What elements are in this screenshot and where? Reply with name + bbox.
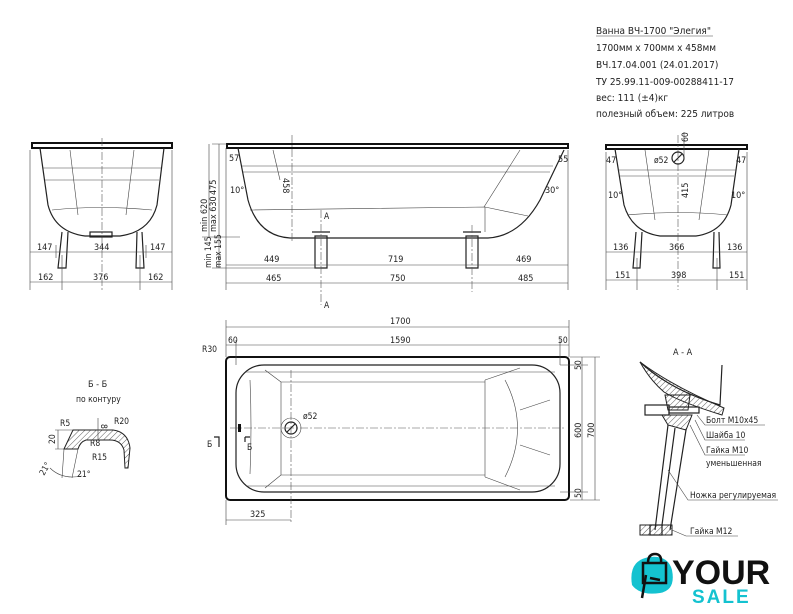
top-length: 1700 (390, 317, 411, 327)
section-b-h20: 20 (48, 434, 58, 444)
yoursale-logo: YOUR SALE (631, 552, 770, 608)
side-dim-5: 750 (390, 274, 405, 284)
product-weight: вес: 111 (±4)кг (596, 93, 668, 104)
end-angle-right: 10° (731, 191, 745, 201)
section-b-subtitle: по контуру (76, 395, 121, 405)
label-nut-m12: Гайка M12 (690, 527, 733, 537)
top-drain-diameter: ø52 (303, 412, 318, 422)
product-spec: ТУ 25.99.11-009-00288411-17 (595, 77, 734, 88)
top-corner-radius: R30 (202, 345, 217, 355)
label-washer: Шайба 10 (706, 430, 746, 441)
front-dim-3: 147 (150, 243, 165, 253)
end-depth: 415 (681, 183, 691, 198)
front-dim-1: 147 (37, 243, 52, 253)
end-overflow-offset: 60 (681, 132, 691, 142)
section-b-title: Б - Б (88, 380, 107, 390)
side-bowl-height: 475 (209, 180, 219, 195)
section-mark-b-right: Б (247, 443, 252, 453)
end-rim-right: 47 (736, 156, 746, 166)
top-view: 1700 1590 60 50 R30 ø52 50 600 700 50 32… (202, 317, 600, 525)
product-code: ВЧ.17.04.001 (24.01.2017) (596, 60, 718, 71)
end-view: 60 ø52 47 47 10° 10° 415 136 366 136 151… (605, 132, 748, 290)
section-mark-b-left: Б (207, 440, 212, 450)
side-dim-4: 465 (266, 274, 281, 284)
front-view: 147 344 147 162 376 162 (29, 138, 173, 290)
section-b-r5: R5 (60, 419, 70, 429)
top-rim-left: 60 (228, 336, 238, 346)
top-rim-top: 50 (574, 360, 584, 370)
section-mark-a-top: A (324, 212, 330, 222)
end-dim-5: 398 (671, 271, 686, 281)
label-bolt: Болт M10x45 (706, 416, 758, 426)
end-overflow-diameter: ø52 (654, 156, 669, 166)
section-b-b: Б - Б по контуру R5 R20 R8 R15 20 8 21° … (38, 380, 131, 480)
side-angle-right: 30° (545, 186, 559, 196)
front-dim-6: 162 (148, 273, 163, 283)
section-b-r20: R20 (114, 417, 129, 427)
end-angle-left: 10° (608, 191, 622, 201)
side-rim-right: 55 (558, 155, 568, 165)
side-height-max: max 630 (209, 196, 219, 232)
label-nut-m10-note: уменьшенная (706, 459, 762, 469)
side-rim-left: 57 (229, 154, 239, 164)
section-b-r8: R8 (90, 439, 100, 449)
section-a-title: A - A (673, 348, 693, 358)
side-leg-min: min 145 (204, 236, 214, 268)
end-dim-6: 151 (729, 271, 744, 281)
top-rim-bottom: 50 (574, 488, 584, 498)
title-block: Ванна ВЧ-1700 "Элегия" 1700мм x 700мм x … (595, 26, 734, 120)
top-inner-length: 1590 (390, 336, 411, 346)
front-dim-2: 344 (94, 243, 109, 253)
end-dim-1: 136 (613, 243, 628, 253)
end-rim-left: 47 (606, 156, 616, 166)
end-dim-2: 366 (669, 243, 684, 253)
front-dim-4: 162 (38, 273, 53, 283)
logo-line2: SALE (692, 587, 751, 608)
label-nut-m10: Гайка M10 (706, 446, 749, 456)
section-mark-a-bottom: A (324, 301, 330, 311)
top-rim-right: 50 (558, 336, 568, 346)
side-view: min 620 max 630 475 min 145 max 155 57 5… (200, 135, 569, 311)
product-name: Ванна ВЧ-1700 "Элегия" (596, 26, 711, 37)
hand-icon (640, 574, 661, 599)
product-size: 1700мм x 700мм x 458мм (596, 43, 716, 54)
top-drain-offset: 325 (250, 510, 265, 520)
side-dim-6: 485 (518, 274, 533, 284)
side-dim-2: 719 (388, 255, 403, 265)
side-dim-1: 449 (264, 255, 279, 265)
front-dim-5: 376 (93, 273, 108, 283)
end-dim-4: 151 (615, 271, 630, 281)
logo-line1: YOUR (672, 554, 770, 592)
side-height-min: min 620 (200, 199, 210, 232)
end-dim-3: 136 (727, 243, 742, 253)
shopping-bag-icon (641, 552, 668, 585)
label-adjustable-leg: Ножка регулируемая (690, 491, 776, 501)
side-dim-3: 469 (516, 255, 531, 265)
top-width: 700 (587, 423, 597, 438)
section-b-angle2: 21° (77, 470, 91, 480)
section-a-a: A - A Болт M10x45 Шайба 10 Гайка M10 уме… (639, 348, 778, 537)
top-inner-width: 600 (574, 423, 584, 438)
section-b-r15: R15 (92, 453, 107, 463)
section-b-t8: 8 (98, 424, 108, 429)
product-volume: полезный объем: 225 литров (596, 108, 734, 120)
side-depth: 458 (280, 178, 290, 193)
side-angle-left: 10° (230, 186, 244, 196)
side-leg-max: max 155 (214, 234, 224, 268)
